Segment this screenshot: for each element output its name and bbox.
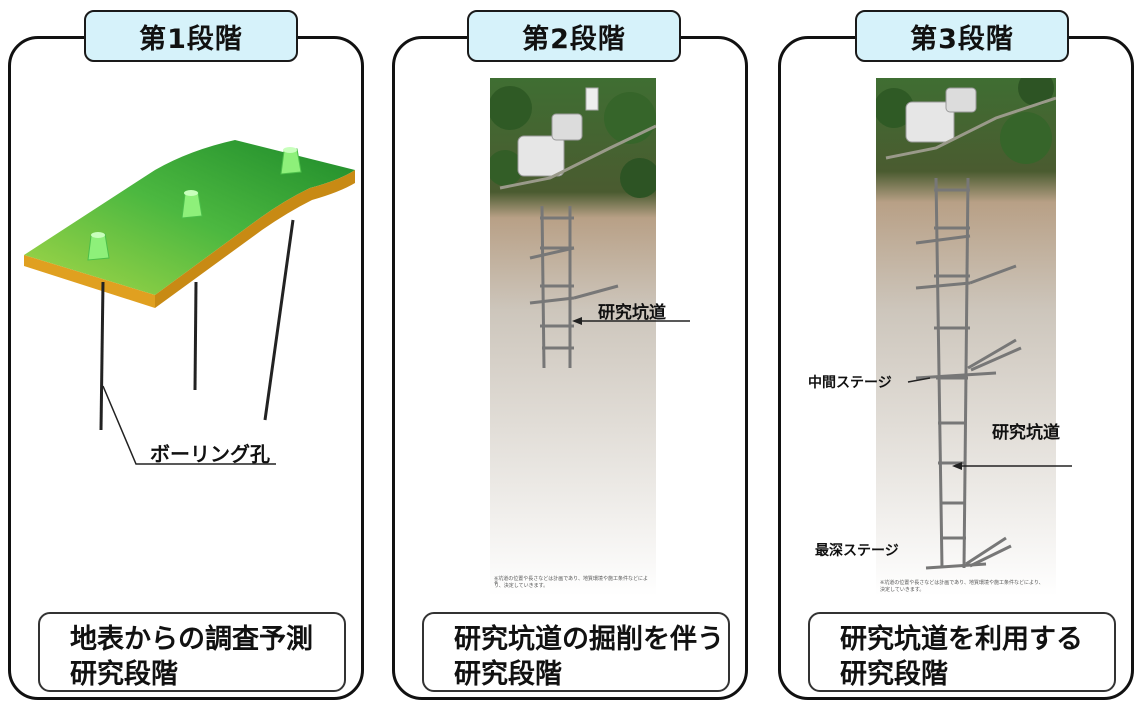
borehole-1 [99, 281, 105, 431]
stage2-photo-note: ※坑道の位置や長さなどは計画であり、地質環境や施工条件などにより、決定していきま… [494, 576, 648, 589]
research-shaft [915, 177, 1022, 570]
stage2-caption-line1: 研究坑道の掘削を伴う [454, 624, 724, 655]
stage2-photo-note-mark: ※ [494, 580, 498, 586]
borehole-2 [193, 281, 198, 391]
borehole-3 [263, 219, 295, 421]
stage1-panel [8, 36, 364, 700]
borehole-leader-line [102, 385, 276, 465]
stage3-caption: 研究坑道を利用する 研究段階 [808, 612, 1116, 692]
stage2-photo: ※ [490, 78, 656, 596]
stage3-caption-line1: 研究坑道を利用する [840, 624, 1083, 655]
drill-tower-1 [87, 232, 110, 261]
stage3-photo-note: ※坑道の位置や長さなどは計画であり、地質環境や施工条件などにより、決定していきま… [880, 580, 1044, 593]
borehole-label: ボーリング孔 [150, 442, 270, 466]
drill-tower-2 [181, 190, 203, 219]
stage1-label: 第1段階 [84, 10, 298, 62]
stage3-tunnel-label: 研究坑道 [992, 423, 1060, 443]
stage2-tunnel-label: 研究坑道 [598, 303, 666, 323]
stage3-deep-stage-label: 最深ステージ [815, 543, 899, 559]
stage2-caption: 研究坑道の掘削を伴う 研究段階 [422, 612, 730, 692]
facility-building [517, 135, 565, 177]
stage2-caption-line2: 研究段階 [454, 659, 562, 690]
stage2-label: 第2段階 [467, 10, 681, 62]
stage3-photo [876, 78, 1056, 596]
facility-building [905, 101, 955, 143]
research-shaft [529, 205, 619, 369]
terrain-side [24, 255, 155, 308]
stage3-mid-stage-label: 中間ステージ [808, 375, 892, 391]
stage1-caption-line1: 地表からの調査予測 [70, 624, 313, 655]
stage1-caption-line2: 研究段階 [70, 659, 178, 690]
stage1-caption: 地表からの調査予測 研究段階 [38, 612, 346, 692]
stage3-label: 第3段階 [855, 10, 1069, 62]
drill-tower-3 [280, 147, 302, 175]
stage3-caption-line2: 研究段階 [840, 659, 948, 690]
